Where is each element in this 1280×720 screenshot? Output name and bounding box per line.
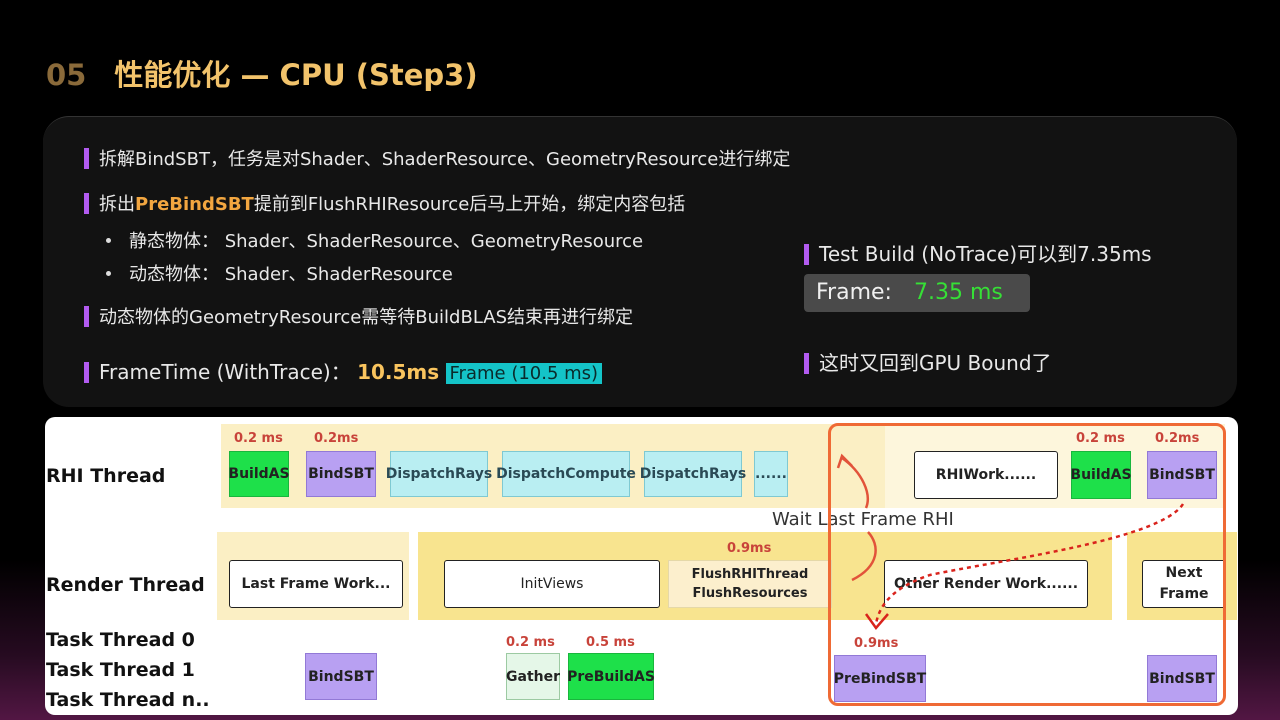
bullet-geometry: 动态物体的GeometryResource需等待BuildBLAS结束再进行绑定	[84, 303, 633, 329]
buildas-block: BuildAS	[228, 451, 290, 497]
flushrhi-block: FlushRHIThread FlushResources	[668, 560, 832, 608]
frame-readout-value: 7.35 ms	[913, 280, 1003, 305]
prebindsbt-highlight: PreBindSBT	[135, 194, 254, 215]
next-frame-block: Next Frame	[1142, 560, 1226, 608]
more-block: ......	[754, 451, 788, 497]
prebindsbt-time: 0.9ms	[854, 636, 899, 651]
wait-arrow-head	[836, 453, 853, 469]
rhiwork-block: RHIWork......	[914, 451, 1058, 499]
section-number: 05	[46, 58, 87, 92]
buildas2-time: 0.2 ms	[1076, 431, 1125, 446]
gather-block: Gather	[506, 653, 560, 700]
bullet-bar	[804, 353, 809, 374]
content-card	[43, 116, 1237, 407]
bullet-prebindsbt: 拆出PreBindSBT提前到FlushRHIResource后马上开始，绑定内…	[84, 190, 685, 216]
other-render-block: Other Render Work......	[884, 560, 1088, 608]
dependency-arrow-head	[864, 613, 889, 631]
sub-bullet-dynamic: 动态物体： Shader、ShaderResource	[106, 260, 453, 286]
gather-time: 0.2 ms	[506, 635, 555, 650]
flush-time: 0.9ms	[727, 541, 772, 556]
frametime-value: 10.5ms	[357, 360, 440, 384]
dot-icon	[106, 238, 111, 243]
bullet-bar	[84, 193, 89, 214]
bullet-frametime: FrameTime (WithTrace)： 10.5ms Frame (10.…	[84, 356, 603, 385]
buildas-block-2: BuildAS	[1070, 451, 1132, 499]
row-label-task0: Task Thread 0	[46, 629, 195, 651]
row-label-taskn: Task Thread n..	[46, 689, 210, 711]
bullet-bar	[84, 362, 89, 383]
dependency-arrow	[874, 503, 1185, 625]
bullet-gpubound: 这时又回到GPU Bound了	[804, 347, 1052, 376]
wait-last-frame-label: Wait Last Frame RHI	[772, 509, 954, 530]
buildas-time: 0.2 ms	[234, 431, 283, 446]
dispatchcompute-block: DispatchCompute	[496, 451, 636, 497]
bindsbt2-time: 0.2ms	[1155, 431, 1200, 446]
bullet-bar	[804, 244, 809, 265]
dispatchrays-block: DispatchRays	[386, 451, 492, 497]
bindsbt-block: BindSBT	[306, 451, 376, 497]
row-label-render: Render Thread	[46, 574, 205, 596]
next-frame-highlight	[828, 423, 1226, 706]
bullet-bindsbt: 拆解BindSBT，任务是对Shader、ShaderResource、Geom…	[84, 145, 790, 171]
title-text: 性能优化 — CPU (Step3)	[114, 58, 478, 92]
bindsbt-time: 0.2ms	[314, 431, 359, 446]
prebuildas-block: PreBuildAS	[567, 653, 655, 700]
lastframe-block: Last Frame Work...	[229, 560, 403, 608]
prebuildas-time: 0.5 ms	[586, 635, 635, 650]
dot-icon	[106, 271, 111, 276]
bullet-testbuild: Test Build (NoTrace)可以到7.35ms	[804, 238, 1152, 267]
page-title: 05 性能优化 — CPU (Step3)	[46, 52, 478, 94]
dispatchrays-block-2: DispatchRays	[640, 451, 746, 497]
initviews-block: InitViews	[444, 560, 660, 608]
row-label-rhi: RHI Thread	[46, 465, 166, 487]
frame-tag: Frame (10.5 ms)	[445, 363, 603, 384]
bullet-bar	[84, 306, 89, 327]
bullet-bar	[84, 148, 89, 169]
task-bindsbt-block: BindSBT	[305, 653, 377, 700]
bindsbt-block-2: BindSBT	[1147, 451, 1217, 499]
row-label-task1: Task Thread 1	[46, 659, 195, 681]
task-bindsbt-block-2: BindSBT	[1147, 655, 1217, 702]
frame-readout: Frame:7.35 ms	[804, 274, 1030, 312]
prebindsbt-block: PreBindSBT	[834, 655, 926, 702]
sub-bullet-static: 静态物体： Shader、ShaderResource、GeometryReso…	[106, 227, 643, 253]
